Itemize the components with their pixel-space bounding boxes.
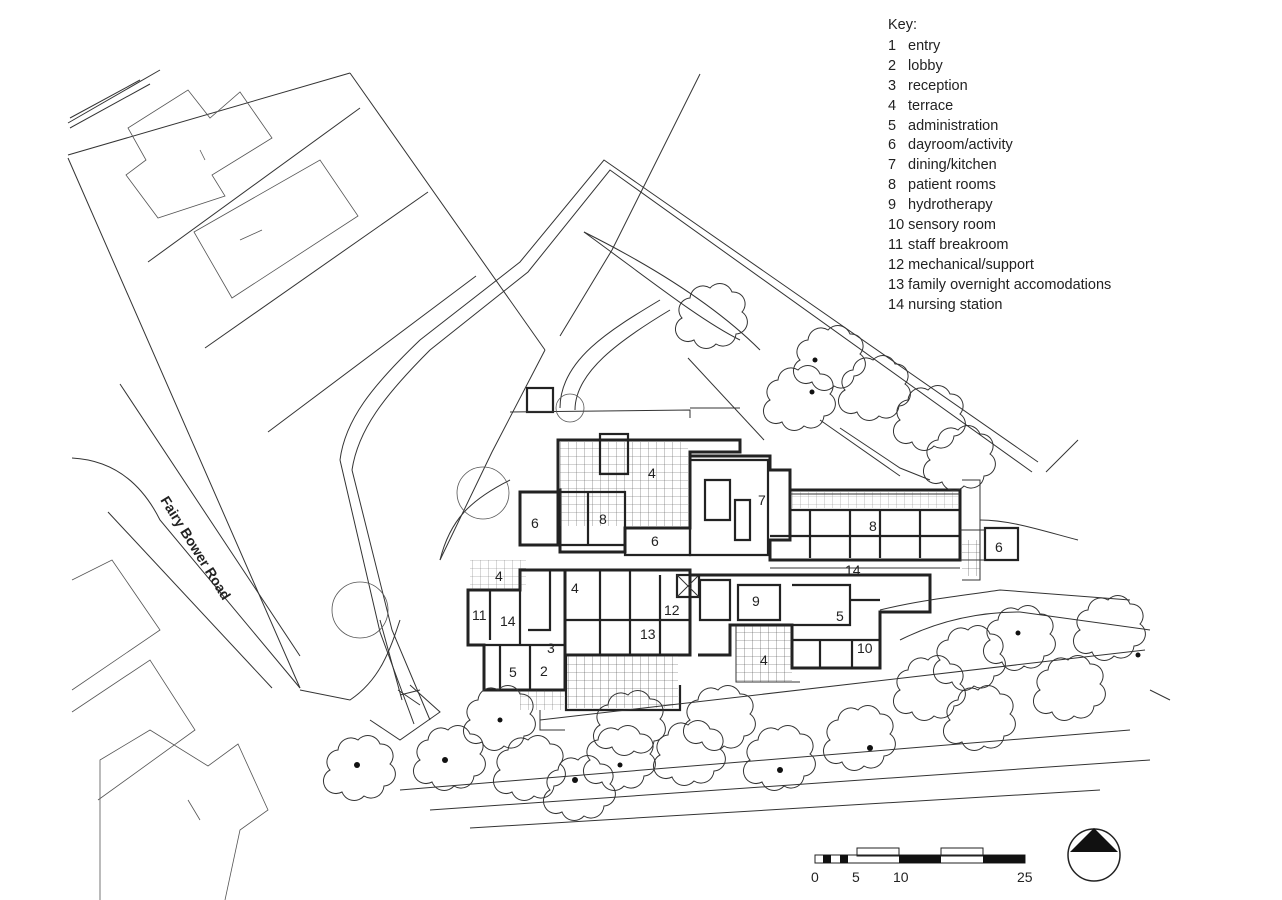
key-item-label: reception bbox=[908, 77, 968, 94]
key-item-label: dining/kitchen bbox=[908, 157, 997, 174]
label-family: 13 bbox=[640, 626, 656, 642]
key-item: 6 dayroom/activity bbox=[888, 136, 1111, 156]
key-item-label: dayroom/activity bbox=[908, 137, 1013, 154]
key-item-number: 8 bbox=[888, 177, 897, 194]
key-item-number: 4 bbox=[888, 97, 897, 114]
key-item-number: 14 bbox=[888, 296, 905, 313]
label-dayroom-center: 6 bbox=[651, 533, 659, 549]
key-item-label: staff breakroom bbox=[908, 236, 1009, 253]
label-patients-west: 8 bbox=[599, 511, 607, 527]
building bbox=[369, 432, 1020, 741]
key-item-label: mechanical/support bbox=[908, 256, 1034, 273]
label-lobby: 2 bbox=[540, 663, 548, 679]
scale-label-10: 10 bbox=[893, 869, 909, 885]
key-title: Key: bbox=[888, 17, 918, 33]
key-item: 8 patient rooms bbox=[888, 176, 1111, 196]
key-item-number: 3 bbox=[888, 77, 897, 94]
north-arrow-icon bbox=[1067, 828, 1121, 882]
key-item-label: sensory room bbox=[908, 217, 997, 234]
label-admin-east: 5 bbox=[836, 608, 844, 624]
label-terrace-south: 4 bbox=[760, 652, 768, 668]
key-item: 13 family overnight accomodations bbox=[888, 276, 1111, 296]
trees bbox=[322, 283, 1146, 821]
key-item-number: 1 bbox=[888, 37, 897, 54]
key-item: 9 hydrotherapy bbox=[888, 196, 1111, 216]
key-item-label: family overnight accomodations bbox=[908, 276, 1112, 293]
scale-label-25: 25 bbox=[1017, 869, 1033, 885]
key-item-number: 12 bbox=[888, 256, 905, 273]
key-item: 2 lobby bbox=[888, 57, 1111, 77]
label-staff: 11 bbox=[472, 607, 487, 623]
label-terrace-west: 4 bbox=[495, 568, 503, 584]
label-hydro: 9 bbox=[752, 593, 760, 609]
key-item-label: lobby bbox=[908, 57, 943, 74]
key-item-label: nursing station bbox=[908, 296, 1003, 313]
property-boundary bbox=[339, 73, 1079, 725]
key-item: 14 nursing station bbox=[888, 296, 1111, 316]
landscape-walls bbox=[299, 419, 1171, 829]
key-item: 12 mechanical/support bbox=[888, 256, 1111, 276]
label-nursing-west: 14 bbox=[500, 613, 516, 629]
key-item: 4 terrace bbox=[888, 97, 1111, 117]
scale-bar: 0 5 10 25 bbox=[811, 847, 1033, 885]
room-labels: 4 7 6 8 6 8 6 14 4 4 11 14 3 12 9 5 13 5… bbox=[472, 465, 1003, 680]
scale-label-5: 5 bbox=[852, 869, 860, 885]
key-item-number: 10 bbox=[888, 217, 905, 234]
entry-path bbox=[509, 231, 765, 441]
key-item-number: 11 bbox=[888, 236, 904, 253]
key-item: 5 administration bbox=[888, 117, 1111, 137]
label-dayroom-west: 6 bbox=[531, 515, 539, 531]
label-mechanical: 12 bbox=[664, 602, 680, 618]
key-item-label: entry bbox=[908, 37, 941, 54]
key-item-number: 6 bbox=[888, 137, 897, 154]
key-item: 1 entry bbox=[888, 37, 1111, 57]
key-item-label: terrace bbox=[908, 97, 954, 114]
label-nursing-east: 14 bbox=[845, 562, 861, 578]
label-admin-west: 5 bbox=[509, 664, 517, 680]
key-item-number: 5 bbox=[888, 117, 897, 134]
label-reception: 3 bbox=[547, 640, 555, 656]
key-item-label: patient rooms bbox=[908, 177, 996, 194]
label-patients-east: 8 bbox=[869, 518, 877, 534]
road-label: Fairy Bower Road bbox=[157, 493, 234, 602]
label-dining: 7 bbox=[758, 492, 766, 508]
key-item: 11 staff breakroom bbox=[888, 236, 1111, 256]
key-item-label: hydrotherapy bbox=[908, 197, 993, 214]
scale-label-0: 0 bbox=[811, 869, 819, 885]
key-item-label: administration bbox=[908, 117, 999, 134]
key-item-number: 13 bbox=[888, 276, 905, 293]
label-terrace-center: 4 bbox=[571, 580, 579, 596]
label-terrace-top: 4 bbox=[648, 465, 656, 481]
key-item: 7 dining/kitchen bbox=[888, 156, 1111, 176]
label-sensory: 10 bbox=[857, 640, 873, 656]
key-item-number: 7 bbox=[888, 157, 897, 174]
key-legend: Key: 1 entry 2 lobby 3 reception 4 terra… bbox=[888, 16, 1111, 316]
key-item: 10 sensory room bbox=[888, 216, 1111, 236]
fairy-bower-road: Fairy Bower Road bbox=[71, 383, 301, 689]
neighbour-lots-north bbox=[67, 69, 546, 689]
key-item: 3 reception bbox=[888, 77, 1111, 97]
label-dayroom-east: 6 bbox=[995, 539, 1003, 555]
key-item-number: 2 bbox=[888, 57, 897, 74]
neighbour-lots-south bbox=[71, 559, 269, 900]
key-item-number: 9 bbox=[888, 197, 897, 214]
